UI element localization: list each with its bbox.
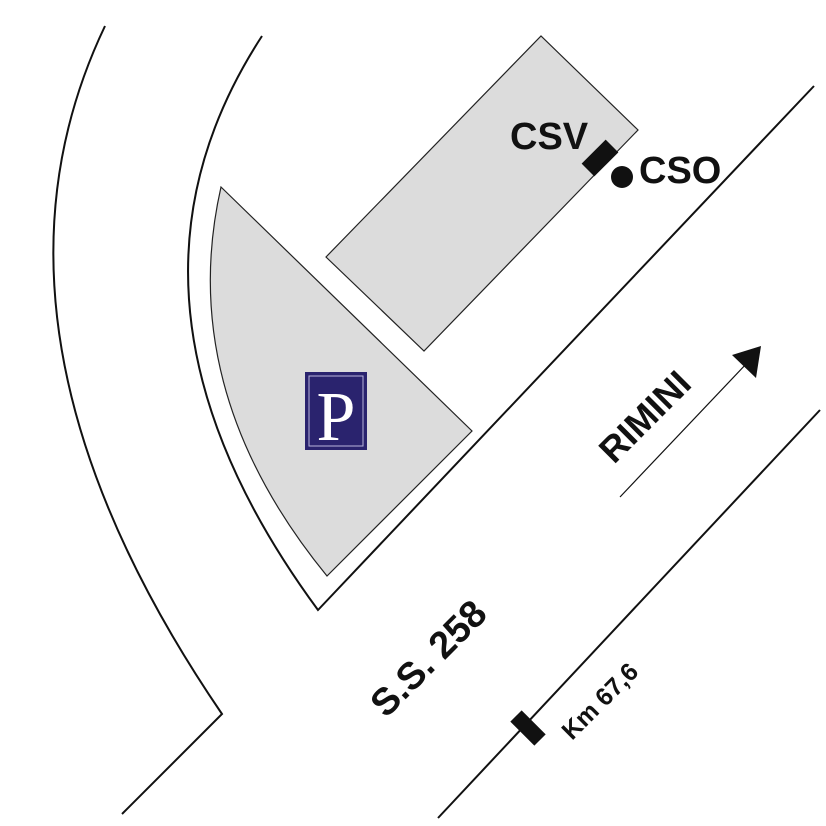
parking-letter: P bbox=[317, 379, 356, 456]
csv-marker bbox=[581, 139, 619, 177]
direction-label: RIMINI bbox=[591, 362, 699, 470]
outer-road-edge bbox=[52, 25, 224, 815]
direction-arrow-icon bbox=[619, 346, 761, 498]
building-block bbox=[325, 35, 639, 352]
road-name-label: S.S. 258 bbox=[363, 593, 496, 726]
csv-label: CSV bbox=[510, 116, 589, 158]
road-far-edge bbox=[437, 409, 821, 819]
inner-road-edge bbox=[187, 35, 815, 612]
km-marker bbox=[510, 710, 546, 746]
cso-label: CSO bbox=[639, 150, 721, 192]
cso-marker bbox=[611, 166, 633, 188]
km-label: Km 67,6 bbox=[556, 658, 644, 746]
parking-sign-icon: P bbox=[305, 372, 367, 456]
